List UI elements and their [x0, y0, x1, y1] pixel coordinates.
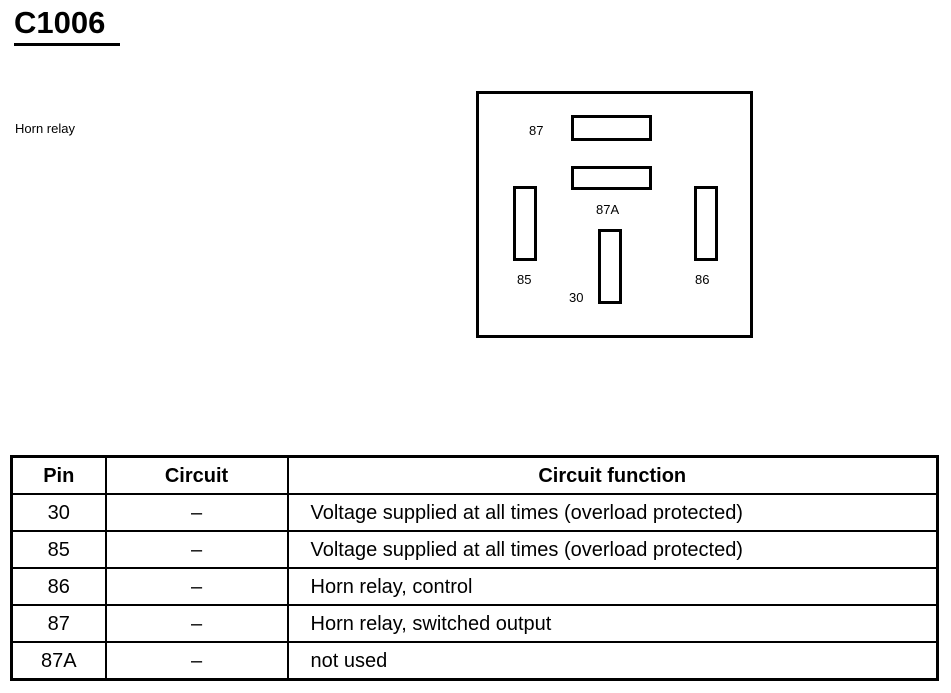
terminal-87-slot [571, 115, 652, 141]
circuit-cell: – [104, 567, 289, 606]
table-row: 86 – Horn relay, control [10, 567, 939, 606]
terminal-87a-slot [571, 166, 652, 190]
function-cell: not used [286, 641, 939, 681]
pin-cell: 30 [10, 493, 107, 532]
pin-cell: 87A [10, 641, 107, 681]
terminal-85-label: 85 [517, 272, 532, 287]
column-header-circuit-function: Circuit function [286, 455, 939, 495]
column-header-pin: Pin [10, 455, 107, 495]
terminal-87a-label: 87A [596, 202, 620, 217]
table-row: 85 – Voltage supplied at all times (over… [10, 530, 939, 569]
terminal-87-label: 87 [529, 123, 544, 138]
column-header-circuit: Circuit [104, 455, 289, 495]
pin-cell: 87 [10, 604, 107, 643]
table-header-row: Pin Circuit Circuit function [10, 455, 939, 495]
function-cell: Voltage supplied at all times (overload … [286, 493, 939, 532]
circuit-cell: – [104, 493, 289, 532]
pin-cell: 86 [10, 567, 107, 606]
table-row: 87A – not used [10, 641, 939, 681]
terminal-85-slot [513, 186, 537, 261]
component-label: Horn relay [15, 121, 75, 136]
table-row: 30 – Voltage supplied at all times (over… [10, 493, 939, 532]
terminal-86-label: 86 [695, 272, 710, 287]
function-cell: Voltage supplied at all times (overload … [286, 530, 939, 569]
terminal-86-slot [694, 186, 718, 261]
table-row: 87 – Horn relay, switched output [10, 604, 939, 643]
circuit-cell: – [104, 641, 289, 681]
function-cell: Horn relay, switched output [286, 604, 939, 643]
pin-table: Pin Circuit Circuit function 30 – Voltag… [10, 455, 939, 681]
terminal-30-slot [598, 229, 622, 304]
terminal-30-label: 30 [569, 290, 584, 305]
circuit-cell: – [104, 530, 289, 569]
page-title: C1006 [14, 5, 106, 40]
function-cell: Horn relay, control [286, 567, 939, 606]
circuit-cell: – [104, 604, 289, 643]
pin-cell: 85 [10, 530, 107, 569]
connector-face-diagram: 87 87A 85 86 30 [476, 91, 753, 338]
title-underline [14, 43, 120, 46]
